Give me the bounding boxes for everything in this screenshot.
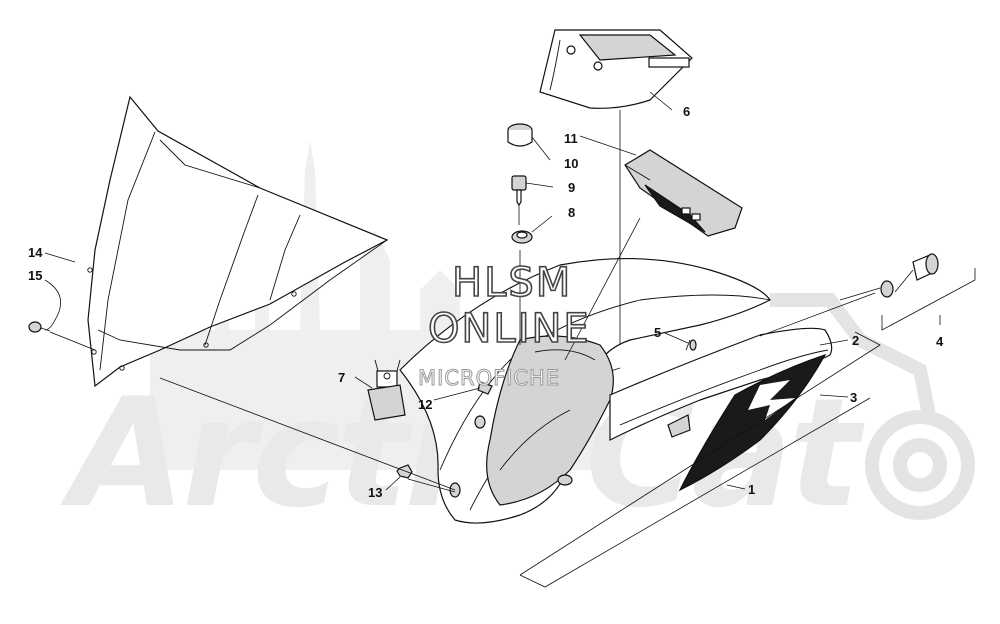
callout-11: 11 bbox=[564, 131, 578, 146]
callout-2: 2 bbox=[852, 333, 859, 348]
hex-nut bbox=[396, 464, 413, 479]
callout-3: 3 bbox=[850, 390, 857, 405]
small-fastener bbox=[477, 381, 493, 395]
instrument-module bbox=[624, 149, 743, 237]
hood-fastener bbox=[685, 339, 697, 351]
ignition-switch bbox=[367, 359, 406, 421]
ignition-key bbox=[511, 175, 527, 207]
accessory-plug bbox=[880, 253, 939, 298]
watermark-line-2: ONLINE bbox=[428, 306, 591, 352]
callout-8: 8 bbox=[568, 205, 575, 220]
callout-9: 9 bbox=[568, 180, 575, 195]
gauge-pod-cover bbox=[539, 29, 693, 109]
callout-13: 13 bbox=[368, 485, 382, 500]
callout-14: 14 bbox=[28, 245, 43, 260]
callout-5: 5 bbox=[654, 325, 661, 340]
windshield bbox=[87, 95, 389, 388]
motorcycle-watermark bbox=[770, 293, 975, 520]
callout-4: 4 bbox=[936, 334, 944, 349]
watermark-line-3: MICROFICHE bbox=[418, 366, 560, 390]
callout-15: 15 bbox=[28, 268, 42, 283]
leader-lines bbox=[44, 91, 976, 588]
callout-7: 7 bbox=[338, 370, 345, 385]
watermark-line-1: HLSM bbox=[452, 260, 572, 306]
callout-labels: 1 2 3 4 5 6 7 8 9 10 11 12 13 14 15 bbox=[28, 104, 944, 500]
callout-10: 10 bbox=[564, 156, 578, 171]
hood-decal bbox=[678, 353, 827, 492]
side-panel bbox=[609, 327, 833, 441]
lock-nut bbox=[511, 230, 533, 244]
watermark-text: HLSM ONLINE MICROFICHE bbox=[418, 259, 591, 390]
ignition-cap bbox=[507, 123, 533, 147]
windshield-screw bbox=[28, 321, 51, 333]
callout-12: 12 bbox=[418, 397, 432, 412]
callout-1: 1 bbox=[748, 482, 755, 497]
callout-6: 6 bbox=[683, 104, 690, 119]
